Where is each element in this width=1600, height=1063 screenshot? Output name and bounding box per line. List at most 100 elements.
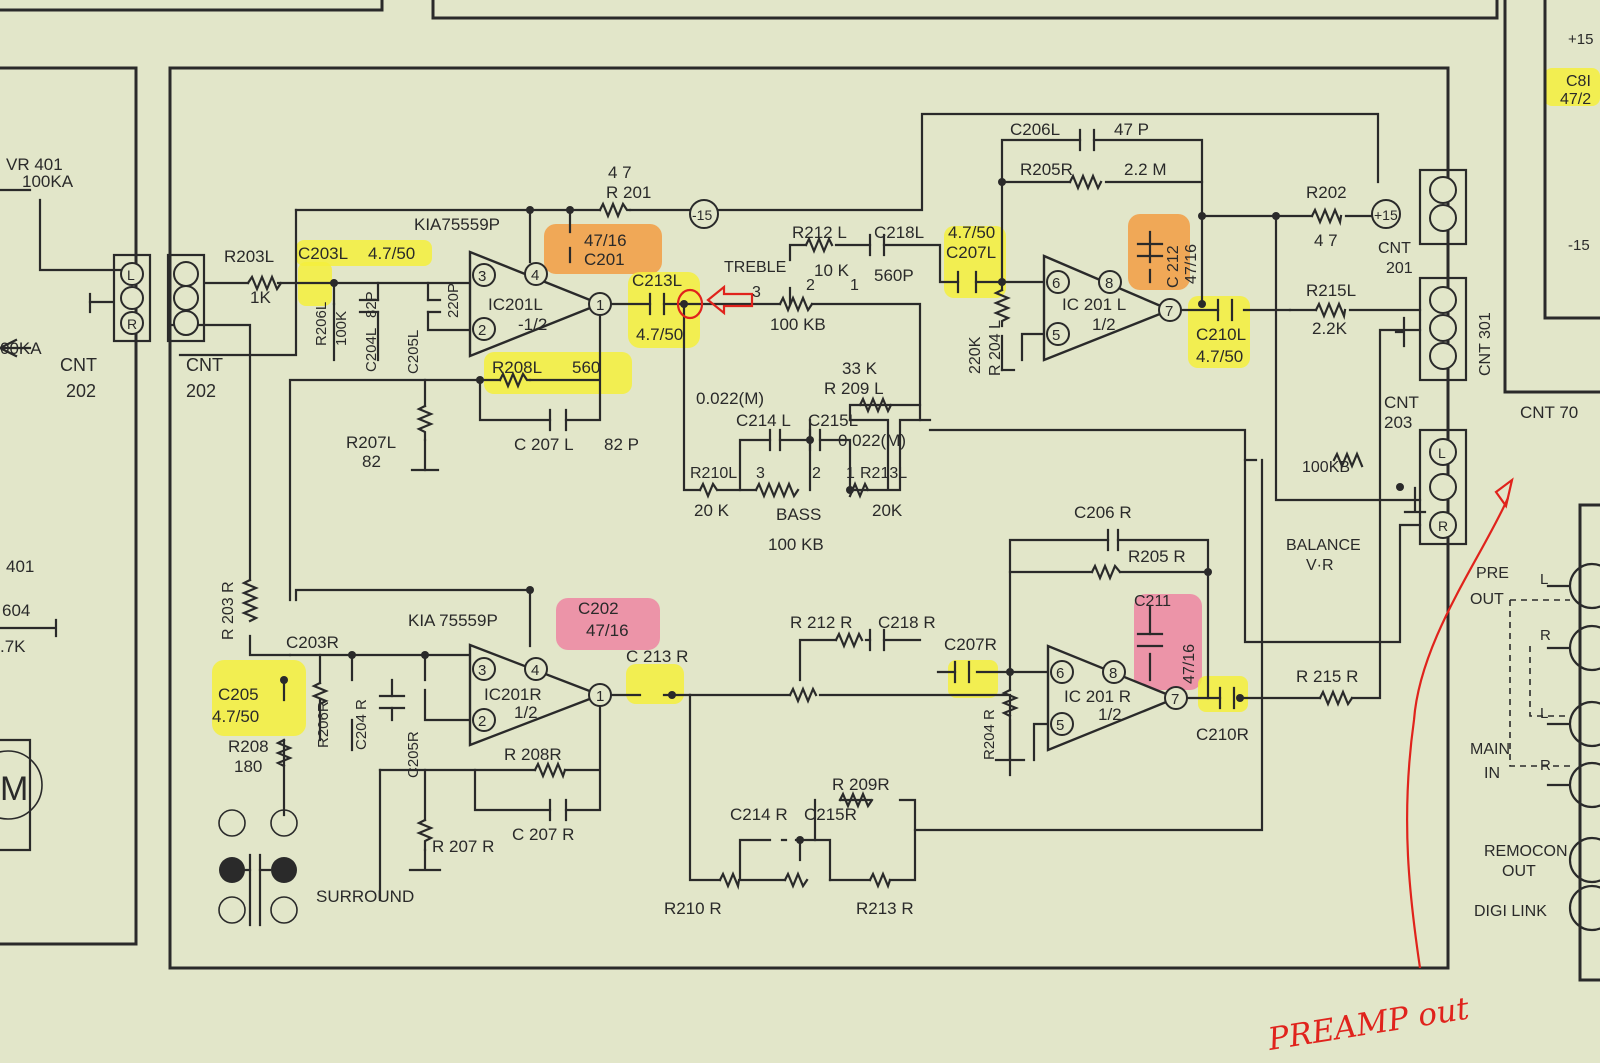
c207r-label: C207R — [944, 635, 997, 654]
pin-1-ul: 1 — [596, 297, 604, 314]
r215l-label: R215L — [1306, 281, 1356, 300]
ic201r-2-label: IC 201 R — [1064, 687, 1131, 706]
r212l-label: R212 L — [792, 223, 847, 242]
r215r-label: R 215 R — [1296, 667, 1358, 686]
c203l-value: 4.7/50 — [368, 244, 415, 263]
r203l-value: 1K — [250, 288, 271, 307]
c201-label: C201 — [584, 250, 625, 269]
balance-vr: V·R — [1306, 557, 1334, 574]
r206l-label: R206L — [313, 302, 330, 346]
junctions — [280, 178, 1404, 844]
plus15-edge: +15 — [1568, 31, 1593, 48]
r210l-label: R210L — [690, 465, 737, 482]
c207l-value: 4.7/50 — [948, 223, 995, 242]
r204l-value: 220K — [967, 336, 984, 374]
motor-symbol: M — [0, 770, 28, 808]
balance-label: BALANCE — [1286, 537, 1361, 554]
r207l-value: 82 — [362, 452, 381, 471]
pin-3-ll: 3 — [478, 662, 486, 679]
pin-8-ur: 8 — [1105, 275, 1113, 292]
jack-r1: R — [1540, 627, 1551, 644]
remocon-label: REMOCON — [1484, 843, 1568, 860]
c211-label: C211 — [1134, 593, 1171, 610]
minus15-edge: -15 — [1568, 237, 1590, 254]
c211-value: 47/16 — [1181, 644, 1198, 684]
vr401-label: VR 401 — [6, 155, 63, 174]
minus15-label: -15 — [692, 207, 712, 223]
ic201l-part: KIA75559P — [414, 215, 500, 234]
vr401-value: 100KA — [22, 172, 74, 191]
jack-r2: R — [1540, 757, 1551, 774]
r203l-label: R203L — [224, 247, 274, 266]
c218r-label: C218 R — [878, 613, 936, 632]
labels-right-channel: KIA 75559P IC201R 1/2 R 203 R C203R C205… — [212, 503, 1358, 918]
c214r-label: C214 R — [730, 805, 788, 824]
c210l-label: C210L — [1196, 325, 1246, 344]
treble-pin-3: 3 — [752, 284, 761, 301]
pin-5-ur: 5 — [1052, 327, 1060, 344]
r202-value: 4 7 — [1314, 231, 1338, 250]
pre-out-label-2: OUT — [1470, 591, 1504, 608]
treble-pin-2: 2 — [806, 277, 815, 294]
c204l-value: 82P — [363, 291, 380, 318]
c215l-label: C215L — [808, 411, 858, 430]
surround-switch: SURROUND — [218, 809, 414, 927]
ic201l-2-label: IC 201 L — [1062, 295, 1126, 314]
r205l-value: 2.2 M — [1124, 160, 1167, 179]
pin-2-ul: 2 — [478, 322, 486, 339]
pin-numbers: 3 2 4 1 6 5 8 7 3 2 4 1 6 5 8 7 — [478, 267, 1179, 734]
cnt203-pin-r: R — [1438, 518, 1448, 534]
c202-value: 47/16 — [586, 621, 629, 640]
cnt201-num: 201 — [1386, 260, 1413, 277]
r208-label: R208 — [228, 737, 269, 756]
c210l-value: 4.7/50 — [1196, 347, 1243, 366]
cnt202-pin-r: R — [127, 316, 137, 332]
r208l-label: R208L — [492, 358, 542, 377]
lower-47k: .7K — [0, 637, 26, 656]
cnt-202-b-num: 202 — [186, 381, 216, 401]
cnt-202-a: CNT — [60, 355, 97, 375]
cnt203-pin-l: L — [1438, 445, 1446, 461]
treble-label: TREBLE — [724, 259, 786, 276]
r205r-label: R205 R — [1128, 547, 1186, 566]
c205r-label: C205R — [405, 731, 422, 778]
r210r-label: R210 R — [664, 899, 722, 918]
c214l-label: C214 L — [736, 411, 791, 430]
c212-value: 47/16 — [1183, 244, 1200, 284]
opamps — [468, 199, 1401, 752]
c213r-label: C 213 R — [626, 647, 688, 666]
c214l-value: 0.022(M) — [696, 389, 764, 408]
r209l-label: R 209 L — [824, 379, 884, 398]
cnt301-label: CNT 301 — [1477, 312, 1494, 376]
c215l-value: 0.022(M) — [838, 431, 906, 450]
r208-value: 180 — [234, 757, 262, 776]
surround-label: SURROUND — [316, 887, 414, 906]
bass-label: BASS — [776, 505, 821, 524]
c206l-label: C206L — [1010, 120, 1060, 139]
treble-pot-value: 100 KB — [770, 315, 826, 334]
bass-pot-value: 100 KB — [768, 535, 824, 554]
c205l-label: C205L — [405, 330, 422, 374]
main-in-label: MAIN — [1470, 741, 1510, 758]
labels-left-panel: VR 401 100KA 00KA CNT 202 CNT 202 L R 40… — [0, 155, 223, 656]
pre-out-label: PRE — [1476, 565, 1509, 582]
c205-value: 4.7/50 — [212, 707, 259, 726]
labels-right-side: CNT 301 CNT 203 CNT 70 100KB BALANCE V·R… — [1286, 31, 1593, 920]
cnt201-label: CNT — [1378, 240, 1411, 257]
c81-value: 47/2 — [1560, 91, 1591, 108]
jack-l1: L — [1540, 571, 1548, 588]
pin-6-lr: 6 — [1056, 665, 1064, 682]
c218l-value: 560P — [874, 266, 914, 285]
lower-604: 604 — [2, 601, 30, 620]
bass-pin-1: 1 — [846, 465, 855, 482]
ic201r-label: IC201R — [484, 685, 542, 704]
pin-7-ur: 7 — [1165, 303, 1173, 320]
r207l-label: R207L — [346, 433, 396, 452]
preamp-out-annotation: PREAMP out — [1265, 991, 1472, 1059]
r212l-value: 10 K — [814, 261, 850, 280]
c218l-label: C218L — [874, 223, 924, 242]
r206r-label: R206R — [315, 701, 332, 748]
bass-pin-3: 3 — [756, 465, 765, 482]
cnt-202-b: CNT — [186, 355, 223, 375]
c201-value: 47/16 — [584, 231, 627, 250]
